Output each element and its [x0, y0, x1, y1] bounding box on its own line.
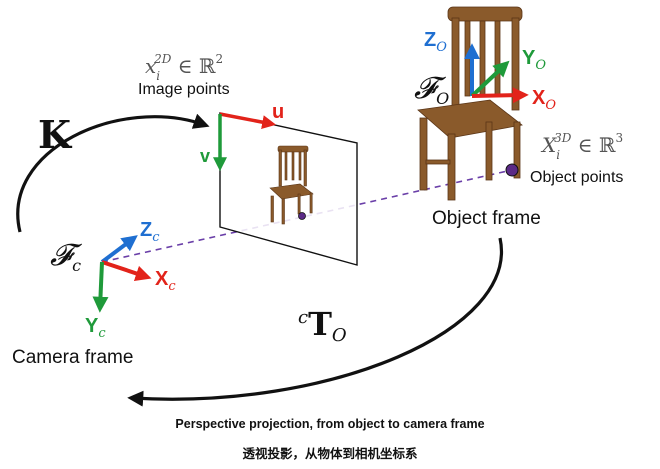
camera-y-label: Yc — [85, 315, 106, 341]
object-point — [506, 164, 518, 176]
object-x-axis — [472, 95, 524, 96]
camera-x-label: Xc — [155, 268, 176, 294]
camera-x-axis — [102, 262, 147, 277]
transform-label: cTO — [298, 305, 347, 346]
object-points-math: Xi3D ∈ ℝ3 — [540, 131, 623, 162]
u-axis-label: u — [272, 101, 284, 123]
image-point — [299, 213, 306, 220]
camera-frame-caption: Camera frame — [12, 347, 133, 368]
image-points-caption: Image points — [138, 81, 230, 98]
object-y-label: YO — [522, 47, 546, 73]
camera-frame-symbol: 𝓕c — [50, 238, 83, 275]
object-points-caption: Object points — [530, 169, 623, 186]
caption-chinese: 透视投影，从物体到相机坐标系 — [242, 446, 418, 461]
camera-y-axis — [100, 262, 102, 308]
object-z-label: ZO — [424, 29, 447, 55]
v-axis-label: v — [200, 146, 210, 166]
object-frame-symbol: 𝓕O — [414, 71, 449, 108]
object-y-axis — [472, 64, 506, 96]
intrinsics-label: K — [38, 112, 73, 157]
caption-english: Perspective projection, from object to c… — [175, 417, 484, 431]
image-points-math: xi2D ∈ ℝ2 — [145, 52, 223, 83]
object-frame-caption: Object frame — [432, 208, 541, 229]
object-x-label: XO — [532, 87, 556, 113]
camera-z-label: Zc — [140, 219, 160, 245]
